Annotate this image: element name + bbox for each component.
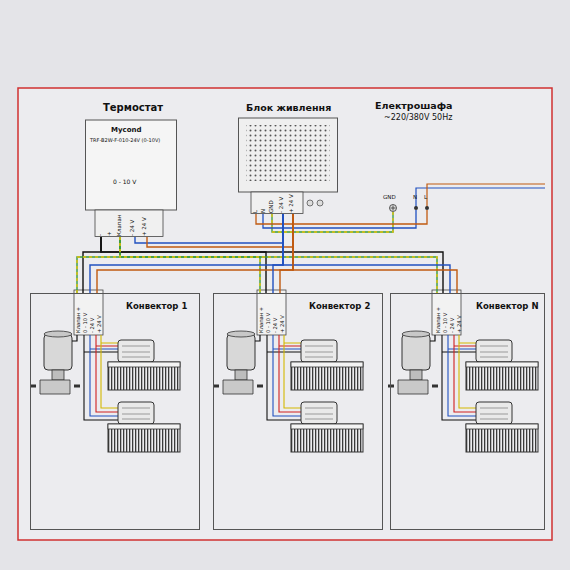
terminal-label: + 24 V xyxy=(289,194,295,213)
wire-bundle xyxy=(90,214,293,293)
text-label: N xyxy=(413,195,417,201)
wire xyxy=(147,214,293,247)
node-text: TRF-B2W-F-010-24V (0-10V) xyxy=(90,138,160,143)
text-label: ~220/380V 50Hz xyxy=(384,114,452,122)
terminal-label: - 24 V xyxy=(273,318,278,333)
node-outline xyxy=(238,103,338,214)
node-heading: Блок живлення xyxy=(246,103,331,113)
terminal-label: GND xyxy=(269,200,275,213)
node-outline xyxy=(390,293,545,530)
terminal-label: L xyxy=(253,210,259,213)
terminal-label: - xyxy=(98,234,104,236)
wire-bundle xyxy=(283,214,457,293)
terminal-label: + 24 V xyxy=(457,315,462,333)
terminal-label: + 24 V xyxy=(280,315,285,333)
terminal-label: + 24 V xyxy=(142,217,148,236)
wire xyxy=(273,214,283,293)
wire xyxy=(293,214,457,293)
terminal-label: - 24 V xyxy=(130,220,136,236)
convector-box: Конвектор 1 xyxy=(30,293,200,530)
terminal-label: 0 - 10 V xyxy=(266,313,271,333)
text-label: GND xyxy=(383,195,396,201)
section-heading: Електрошафа xyxy=(375,101,453,111)
terminal-label: + 24 V xyxy=(97,315,102,333)
node-text: Mycond xyxy=(111,127,141,134)
node-heading: Конвектор N xyxy=(476,302,539,311)
convector-box: Конвектор N xyxy=(390,293,545,530)
node-outline xyxy=(213,293,383,530)
node-outline xyxy=(30,293,200,530)
terminal-label: - 24 V xyxy=(90,318,95,333)
node-heading: Термостат xyxy=(103,103,163,114)
terminal-label: N xyxy=(261,209,267,213)
wire xyxy=(283,214,450,293)
terminal-label: 0 - 10 V xyxy=(83,313,88,333)
terminal-label: Клапан xyxy=(117,215,123,236)
terminal-label: Клапан + xyxy=(259,307,264,333)
text-label: L xyxy=(424,195,427,201)
terminal-label: - 24 V xyxy=(279,197,285,213)
node-outline xyxy=(85,103,177,237)
terminal-label: + xyxy=(107,231,113,236)
power-supply-box: Блок живлення xyxy=(238,103,338,214)
convector-box: Конвектор 2 xyxy=(213,293,383,530)
terminal-label: Клапан + xyxy=(76,307,81,333)
node-heading: Конвектор 1 xyxy=(126,302,187,311)
wire xyxy=(280,214,293,293)
wire xyxy=(90,214,283,293)
thermostat-box: ТермостатMycondTRF-B2W-F-010-24V (0-10V)… xyxy=(85,103,177,237)
terminal-label: 0 - 10 V xyxy=(443,313,448,333)
terminal-label: - 24 V xyxy=(450,318,455,333)
terminal-label: Клапан + xyxy=(436,307,441,333)
node-text: 0 - 10 V xyxy=(113,179,136,185)
node-heading: Конвектор 2 xyxy=(309,302,370,311)
